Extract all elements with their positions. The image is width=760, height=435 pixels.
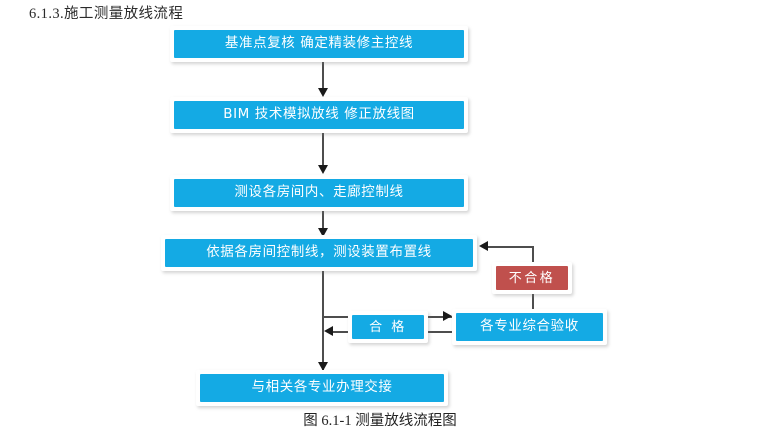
connector-step4-handover-spine	[322, 271, 324, 371]
flow-node-step2-fill: BIM 技术模拟放线 修正放线图	[174, 101, 464, 129]
flow-node-handover-fill: 与相关各专业办理交接	[200, 374, 444, 402]
connector-fail-to-step4	[487, 246, 534, 248]
flow-node-inspect-label: 各专业综合验收	[480, 318, 579, 335]
arrowhead-step3-step4	[317, 228, 328, 237]
arrowhead-fail-to-step4	[479, 241, 488, 251]
flow-node-step1[interactable]: 基准点复核 确定精装修主控线	[170, 26, 468, 62]
flow-node-step2-label: BIM 技术模拟放线 修正放线图	[223, 106, 415, 123]
flow-node-step4[interactable]: 依据各房间控制线，测设装置布置线	[161, 235, 477, 271]
flow-node-pass-label: 合 格	[369, 319, 407, 335]
arrowhead-pass-to-inspect	[443, 311, 452, 321]
flow-node-handover-label: 与相关各专业办理交接	[251, 379, 393, 396]
flow-node-handover[interactable]: 与相关各专业办理交接	[196, 370, 448, 406]
flow-node-step2[interactable]: BIM 技术模拟放线 修正放线图	[170, 97, 468, 133]
flow-node-step1-label: 基准点复核 确定精装修主控线	[224, 35, 414, 52]
flow-node-fail[interactable]: 不合格	[492, 262, 572, 294]
flow-node-step4-label: 依据各房间控制线，测设装置布置线	[206, 244, 432, 261]
arrowhead-step2-step3	[317, 165, 328, 174]
connector-step1-step2	[322, 62, 324, 94]
flow-node-inspect-fill: 各专业综合验收	[456, 313, 603, 341]
flow-node-inspect[interactable]: 各专业综合验收	[452, 309, 607, 345]
arrowhead-step1-step2	[317, 88, 328, 97]
flow-node-fail-fill: 不合格	[496, 266, 568, 290]
connector-step2-step3	[322, 133, 324, 172]
flow-node-step3-fill: 测设各房间内、走廊控制线	[174, 179, 464, 207]
flow-node-step4-fill: 依据各房间控制线，测设装置布置线	[165, 239, 473, 267]
flow-node-step3[interactable]: 测设各房间内、走廊控制线	[170, 175, 468, 211]
figure-caption: 图 6.1-1 测量放线流程图	[303, 413, 457, 429]
flow-node-step3-label: 测设各房间内、走廊控制线	[234, 184, 404, 201]
flow-node-fail-label: 不合格	[508, 270, 556, 286]
flow-node-pass[interactable]: 合 格	[348, 311, 428, 343]
flow-node-step1-fill: 基准点复核 确定精装修主控线	[174, 30, 464, 58]
arrowhead-pass-to-spine	[324, 326, 333, 336]
arrowhead-spine-handover	[317, 362, 328, 371]
flow-node-pass-fill: 合 格	[352, 315, 424, 339]
connector-step3-step4	[322, 211, 324, 237]
section-heading: 6.1.3.施工测量放线流程	[29, 6, 184, 22]
